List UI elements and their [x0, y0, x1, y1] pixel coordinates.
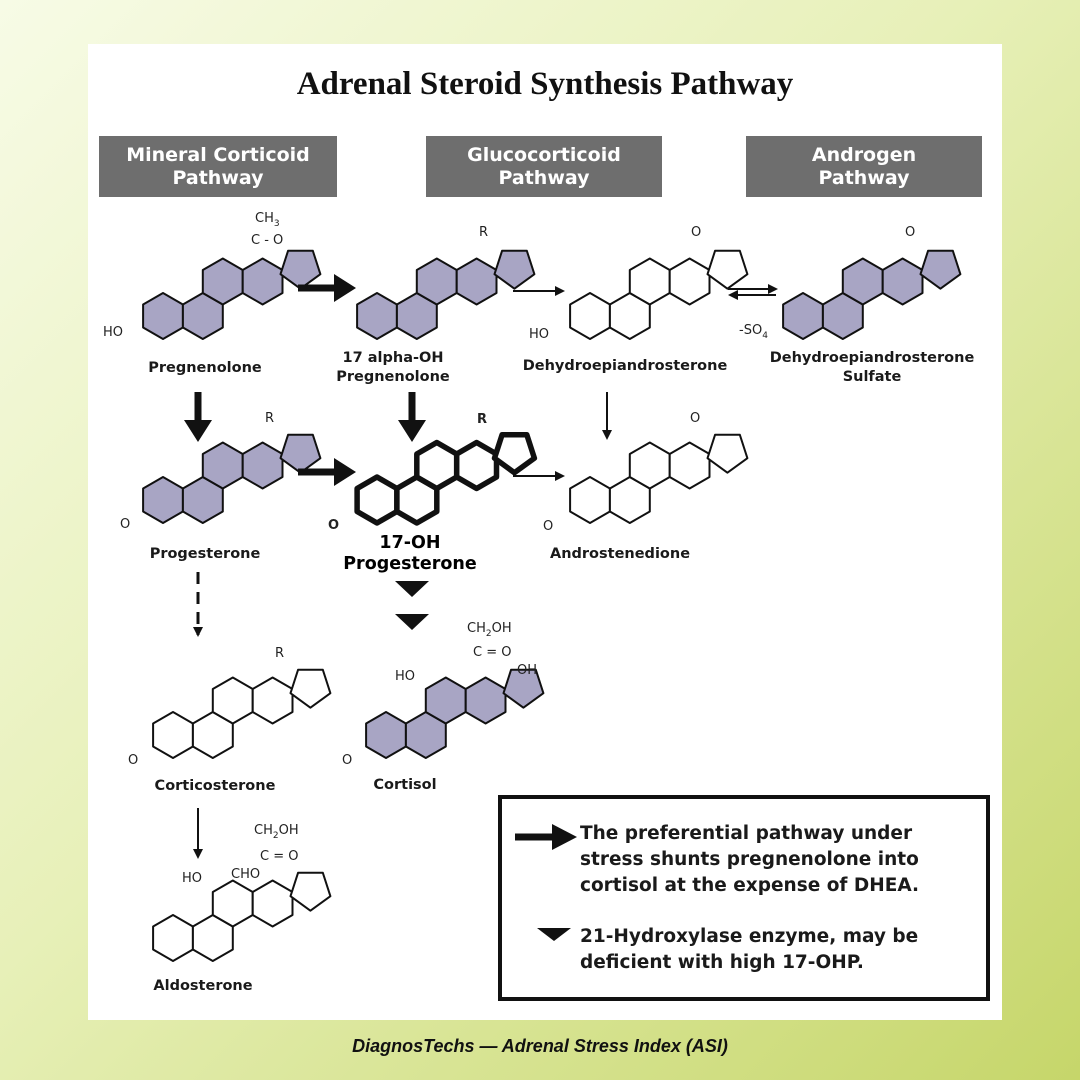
- 17oh-progesterone-o-label: O: [328, 518, 339, 533]
- label-17-oh-progesterone: 17-OH Progesterone: [343, 533, 477, 574]
- dhea-sulfate-o-label: O: [905, 225, 915, 240]
- dhea-ho-label: HO: [529, 327, 549, 342]
- footer-caption: DiagnosTechs — Adrenal Stress Index (ASI…: [352, 1036, 728, 1056]
- 21-hydroxylase-triangle-1: [395, 581, 429, 597]
- page-title: Adrenal Steroid Synthesis Pathway: [296, 66, 794, 102]
- 17-oh-pregnenolone-skeleton-ring-d: [493, 249, 536, 290]
- pregnenolone-co-label: C - O: [251, 233, 283, 248]
- pregnenolone-ch3-label: CH3: [255, 211, 280, 229]
- legend-arrow-text: The preferential pathway under stress sh…: [580, 823, 920, 896]
- aldosterone-co-label: C = O: [260, 849, 298, 864]
- aldosterone-skeleton-ring-d: [289, 871, 332, 912]
- androstenedione-o-label: O: [543, 519, 553, 534]
- aldosterone-ch2oh-label: CH2OH: [254, 823, 299, 841]
- androstenedione-skeleton-ring-d: [706, 433, 749, 474]
- 17oh-pregnenolone-r-label: R: [479, 225, 488, 240]
- 21-hydroxylase-triangle-2: [395, 614, 429, 630]
- header-androgen: Androgen Pathway: [746, 136, 982, 197]
- label-17-alpha-oh-pregnenolone: 17 alpha-OH Pregnenolone: [336, 350, 450, 385]
- cortisol-skeleton-ring-d: [502, 668, 545, 709]
- legend-box: [498, 795, 990, 1001]
- label-dhea-sulfate: Dehydroepiandrosterone Sulfate: [769, 350, 975, 385]
- arrow-pregnenolone-to-17oh-pregnenolone: [298, 274, 356, 302]
- label-androstenedione: Androstenedione: [549, 546, 691, 562]
- androstenedione-top-o-label: O: [690, 411, 700, 426]
- label-dhea: Dehydroepiandrosterone: [522, 358, 728, 374]
- cortisol-ho-label: HO: [395, 669, 415, 684]
- dhea-sulfate-so4-label: -SO4: [739, 323, 768, 341]
- pregnenolone-skeleton-ring-d: [279, 249, 322, 290]
- arrow-17oh-pregnenolone-to-17oh-progesterone: [398, 392, 426, 442]
- 17-oh-progesterone-skeleton-ring-d: [491, 431, 538, 476]
- label-progesterone: Progesterone: [149, 546, 261, 562]
- progesterone-skeleton-ring-d: [279, 433, 322, 474]
- label-pregnenolone: Pregnenolone: [148, 360, 262, 376]
- dhea-o-label: O: [691, 225, 701, 240]
- cortisol-co-label: C = O: [473, 645, 511, 660]
- arrow-progesterone-to-17oh-progesterone: [298, 458, 356, 486]
- dhea-sulfate-skeleton-ring-d: [919, 249, 962, 290]
- aldosterone-cho-label: CHO: [231, 867, 260, 882]
- arrow-pregnenolone-to-progesterone: [184, 392, 212, 442]
- label-cortisol: Cortisol: [373, 777, 437, 793]
- dhea-skeleton-ring-d: [706, 249, 749, 290]
- corticosterone-r-label: R: [275, 646, 284, 661]
- pregnenolone-ho-label: HO: [103, 325, 123, 340]
- legend-thick-arrow-icon: [515, 824, 577, 850]
- cortisol-o-label: O: [342, 753, 352, 768]
- label-aldosterone: Aldosterone: [153, 978, 253, 994]
- header-mineral-corticoid: Mineral Corticoid Pathway: [99, 136, 337, 197]
- label-corticosterone: Corticosterone: [154, 778, 276, 794]
- corticosterone-skeleton-ring-d: [289, 668, 332, 709]
- progesterone-r-label: R: [265, 411, 274, 426]
- header-glucocorticoid: Glucocorticoid Pathway: [426, 136, 662, 197]
- legend-triangle-text: 21-Hydroxylase enzyme, may be deficient …: [580, 926, 919, 973]
- cortisol-oh-label: OH: [517, 663, 537, 678]
- corticosterone-o-label: O: [128, 753, 138, 768]
- progesterone-o-label: O: [120, 517, 130, 532]
- cortisol-ch2oh-label: CH2OH: [467, 621, 512, 639]
- 17oh-progesterone-r-label: R: [477, 412, 487, 427]
- legend-triangle-icon: [537, 928, 571, 941]
- aldosterone-ho-label: HO: [182, 871, 202, 886]
